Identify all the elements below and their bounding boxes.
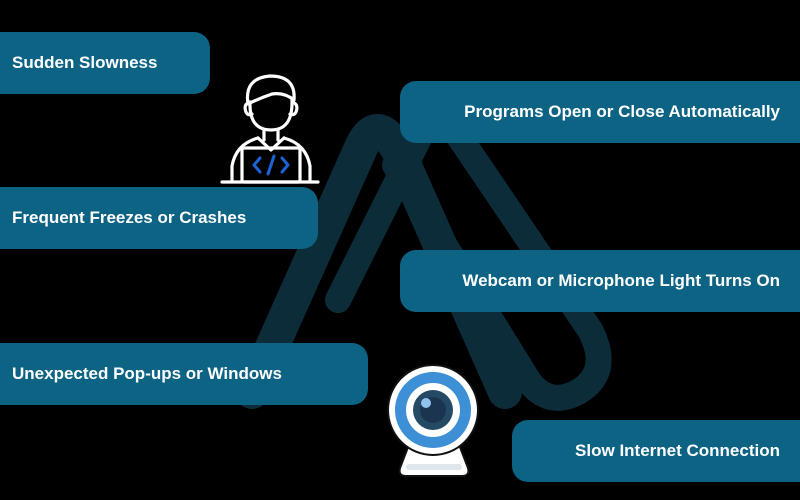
symptom-programs-open-close: Programs Open or Close Automatically (400, 81, 800, 143)
symptom-frequent-freezes: Frequent Freezes or Crashes (0, 187, 318, 249)
symptom-label: Sudden Slowness (12, 53, 158, 72)
symptom-label: Slow Internet Connection (575, 441, 780, 460)
symptom-label: Unexpected Pop-ups or Windows (12, 364, 282, 383)
symptom-webcam-microphone-light: Webcam or Microphone Light Turns On (400, 250, 800, 312)
symptom-unexpected-popups: Unexpected Pop-ups or Windows (0, 343, 368, 405)
symptom-label: Frequent Freezes or Crashes (12, 208, 247, 227)
symptom-label: Programs Open or Close Automatically (464, 102, 780, 121)
webcam-icon (387, 364, 479, 477)
symptom-slow-internet: Slow Internet Connection (512, 420, 800, 482)
symptom-sudden-slowness: Sudden Slowness (0, 32, 210, 94)
developer-laptop-icon (220, 74, 320, 184)
symptom-label: Webcam or Microphone Light Turns On (462, 271, 780, 290)
